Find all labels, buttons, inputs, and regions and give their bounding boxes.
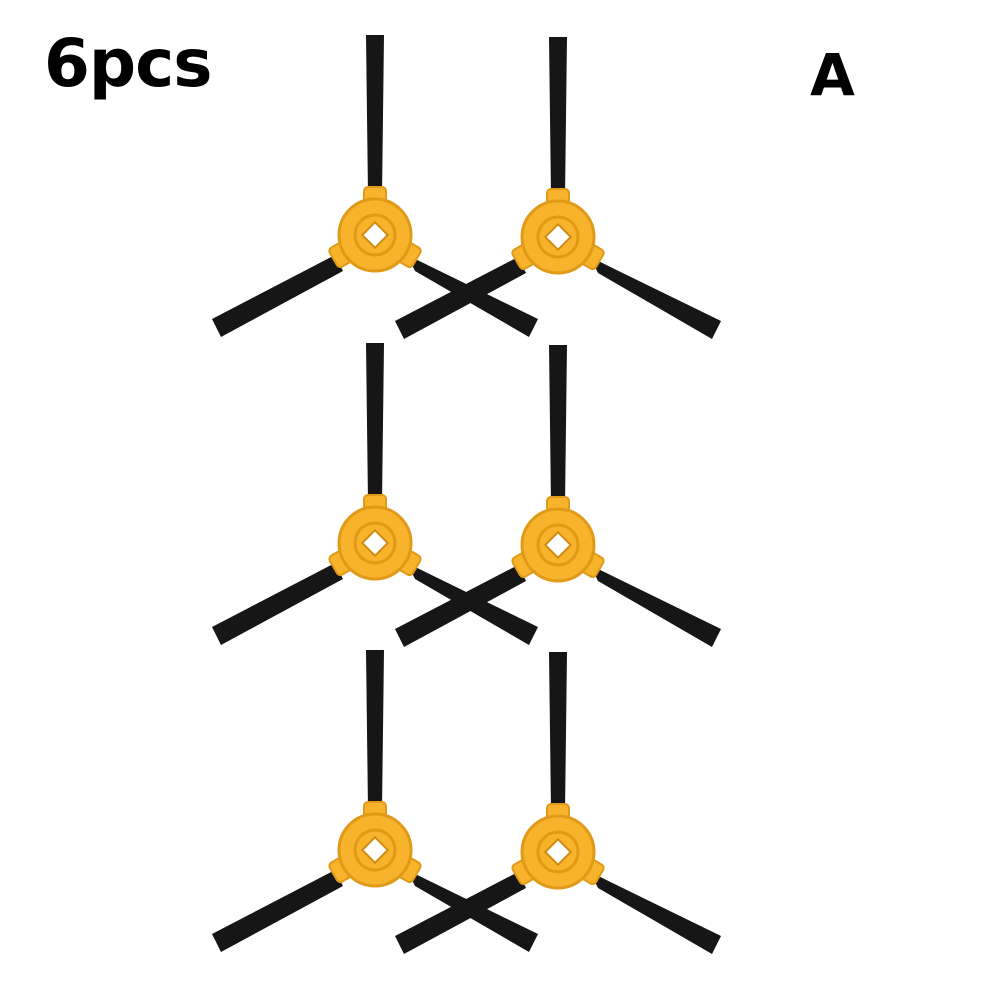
variant-label: A (810, 41, 855, 109)
side-brush-icon (393, 650, 723, 956)
side-brush-icon (393, 343, 723, 649)
side-brush-icon (393, 35, 723, 341)
quantity-label: 6pcs (44, 25, 213, 102)
